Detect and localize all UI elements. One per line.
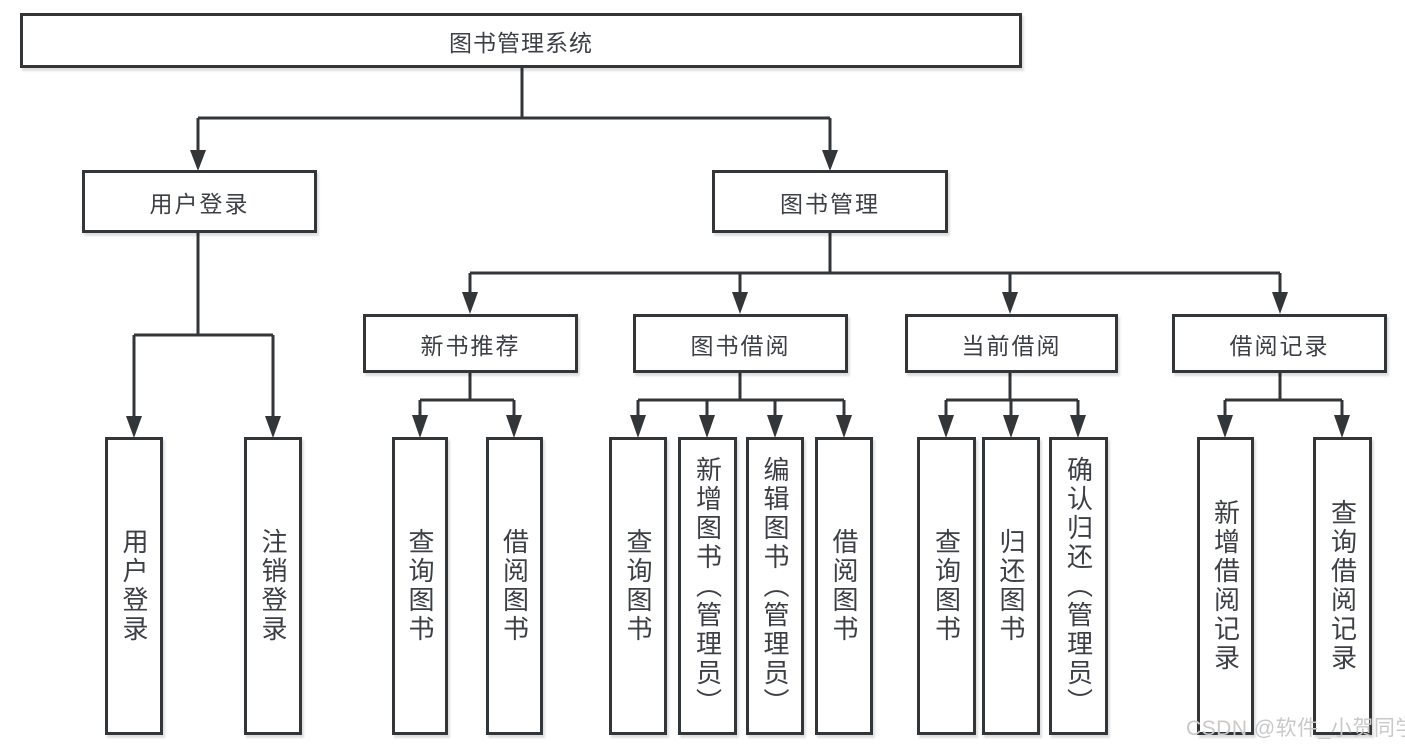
- leaf-edit-book-admin: 编辑图书（管理员）: [746, 437, 804, 735]
- leaf-return-books: 归还图书: [982, 437, 1040, 735]
- csdn-watermark: CSDN @软件_小贺同学: [1186, 717, 1405, 740]
- leaf-user-login: 用户登录: [105, 437, 163, 735]
- leaf-add-book-admin: 新增图书（管理员）: [678, 437, 737, 735]
- leaf-label: 查询图书: [405, 528, 435, 644]
- leaf-label: 借阅图书: [499, 528, 530, 644]
- leaf-label: 归还图书: [996, 528, 1026, 644]
- leaf-label: 新增图书（管理员）: [692, 455, 723, 717]
- leaf-label: 查询图书: [931, 528, 962, 644]
- leaf-label: 编辑图书（管理员）: [760, 455, 790, 717]
- leaf-borrow-books-recommend: 借阅图书: [486, 437, 543, 735]
- leaf-logout: 注销登录: [244, 437, 302, 735]
- node-book-borrowing: 图书借阅: [633, 314, 848, 373]
- node-borrowing-records: 借阅记录: [1172, 314, 1387, 373]
- leaf-label: 注销登录: [258, 528, 288, 644]
- leaf-label: 新增借阅记录: [1210, 499, 1241, 673]
- leaf-label: 确认归还（管理员）: [1063, 455, 1094, 717]
- node-book-management: 图书管理: [712, 170, 948, 233]
- leaf-query-books-borrowing: 查询图书: [609, 437, 667, 735]
- node-root: 图书管理系统: [20, 13, 1022, 68]
- leaf-query-books-current: 查询图书: [917, 437, 976, 735]
- leaf-confirm-return-admin: 确认归还（管理员）: [1049, 437, 1108, 735]
- leaf-borrow-books-borrowing: 借阅图书: [815, 437, 873, 735]
- leaf-label: 查询借阅记录: [1327, 499, 1358, 673]
- leaf-query-borrow-record: 查询借阅记录: [1313, 437, 1372, 735]
- node-user-login: 用户登录: [82, 170, 317, 233]
- leaf-label: 查询图书: [623, 528, 653, 644]
- node-current-borrowing: 当前借阅: [905, 314, 1118, 373]
- leaf-query-books-recommend: 查询图书: [392, 437, 448, 735]
- leaf-label: 用户登录: [119, 528, 149, 644]
- leaf-add-borrow-record: 新增借阅记录: [1197, 437, 1254, 735]
- node-new-book-recommendation: 新书推荐: [363, 314, 578, 373]
- leaf-label: 借阅图书: [829, 528, 859, 644]
